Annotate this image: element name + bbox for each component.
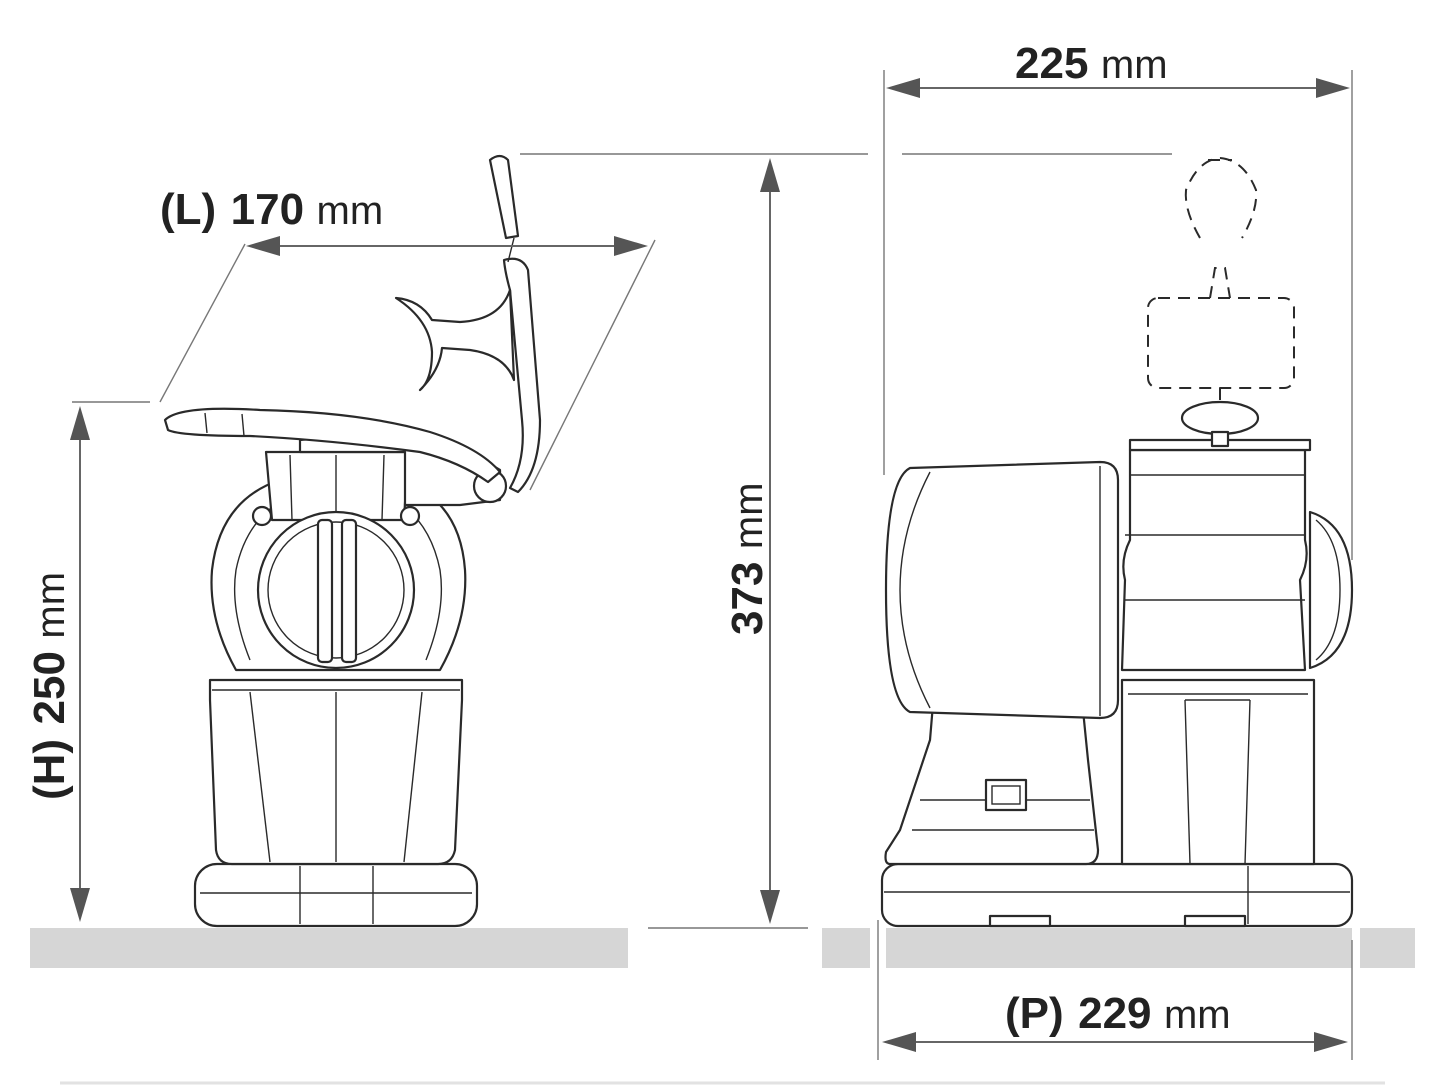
width-arrow (886, 78, 1350, 98)
total-height-value: 373 (723, 562, 772, 635)
depth-arrow (882, 1032, 1348, 1052)
total-height-unit: mm (727, 482, 771, 549)
front-view-machine (163, 154, 542, 928)
length-label: (L) 170 mm (160, 185, 383, 234)
height-prefix: (H) (25, 739, 74, 800)
height-arrow (70, 406, 90, 922)
length-arrow (246, 236, 648, 256)
depth-unit: mm (1164, 993, 1231, 1037)
ground-strips (30, 927, 1415, 1085)
length-unit: mm (317, 189, 384, 233)
depth-value: 229 (1078, 989, 1151, 1038)
width-value: 225 (1015, 39, 1088, 88)
side-view-machine (880, 156, 1354, 928)
length-prefix: (L) (160, 185, 216, 234)
dimension-labels: (L) 170 mm 225 mm (P) 229 mm (H) 250 mm … (25, 39, 1231, 1038)
depth-label: (P) 229 mm (1005, 989, 1231, 1038)
dimension-arrows (70, 78, 1350, 1052)
length-value: 170 (231, 185, 304, 234)
height-unit: mm (29, 572, 73, 639)
depth-prefix: (P) (1005, 989, 1064, 1038)
width-label: 225 mm (1015, 39, 1168, 88)
total-height-label: 373 mm (723, 482, 772, 635)
total-height-arrow (760, 158, 780, 924)
height-label: (H) 250 mm (25, 572, 74, 800)
dimension-guides (72, 70, 1353, 1060)
height-value: 250 (25, 651, 74, 724)
width-unit: mm (1101, 43, 1168, 87)
